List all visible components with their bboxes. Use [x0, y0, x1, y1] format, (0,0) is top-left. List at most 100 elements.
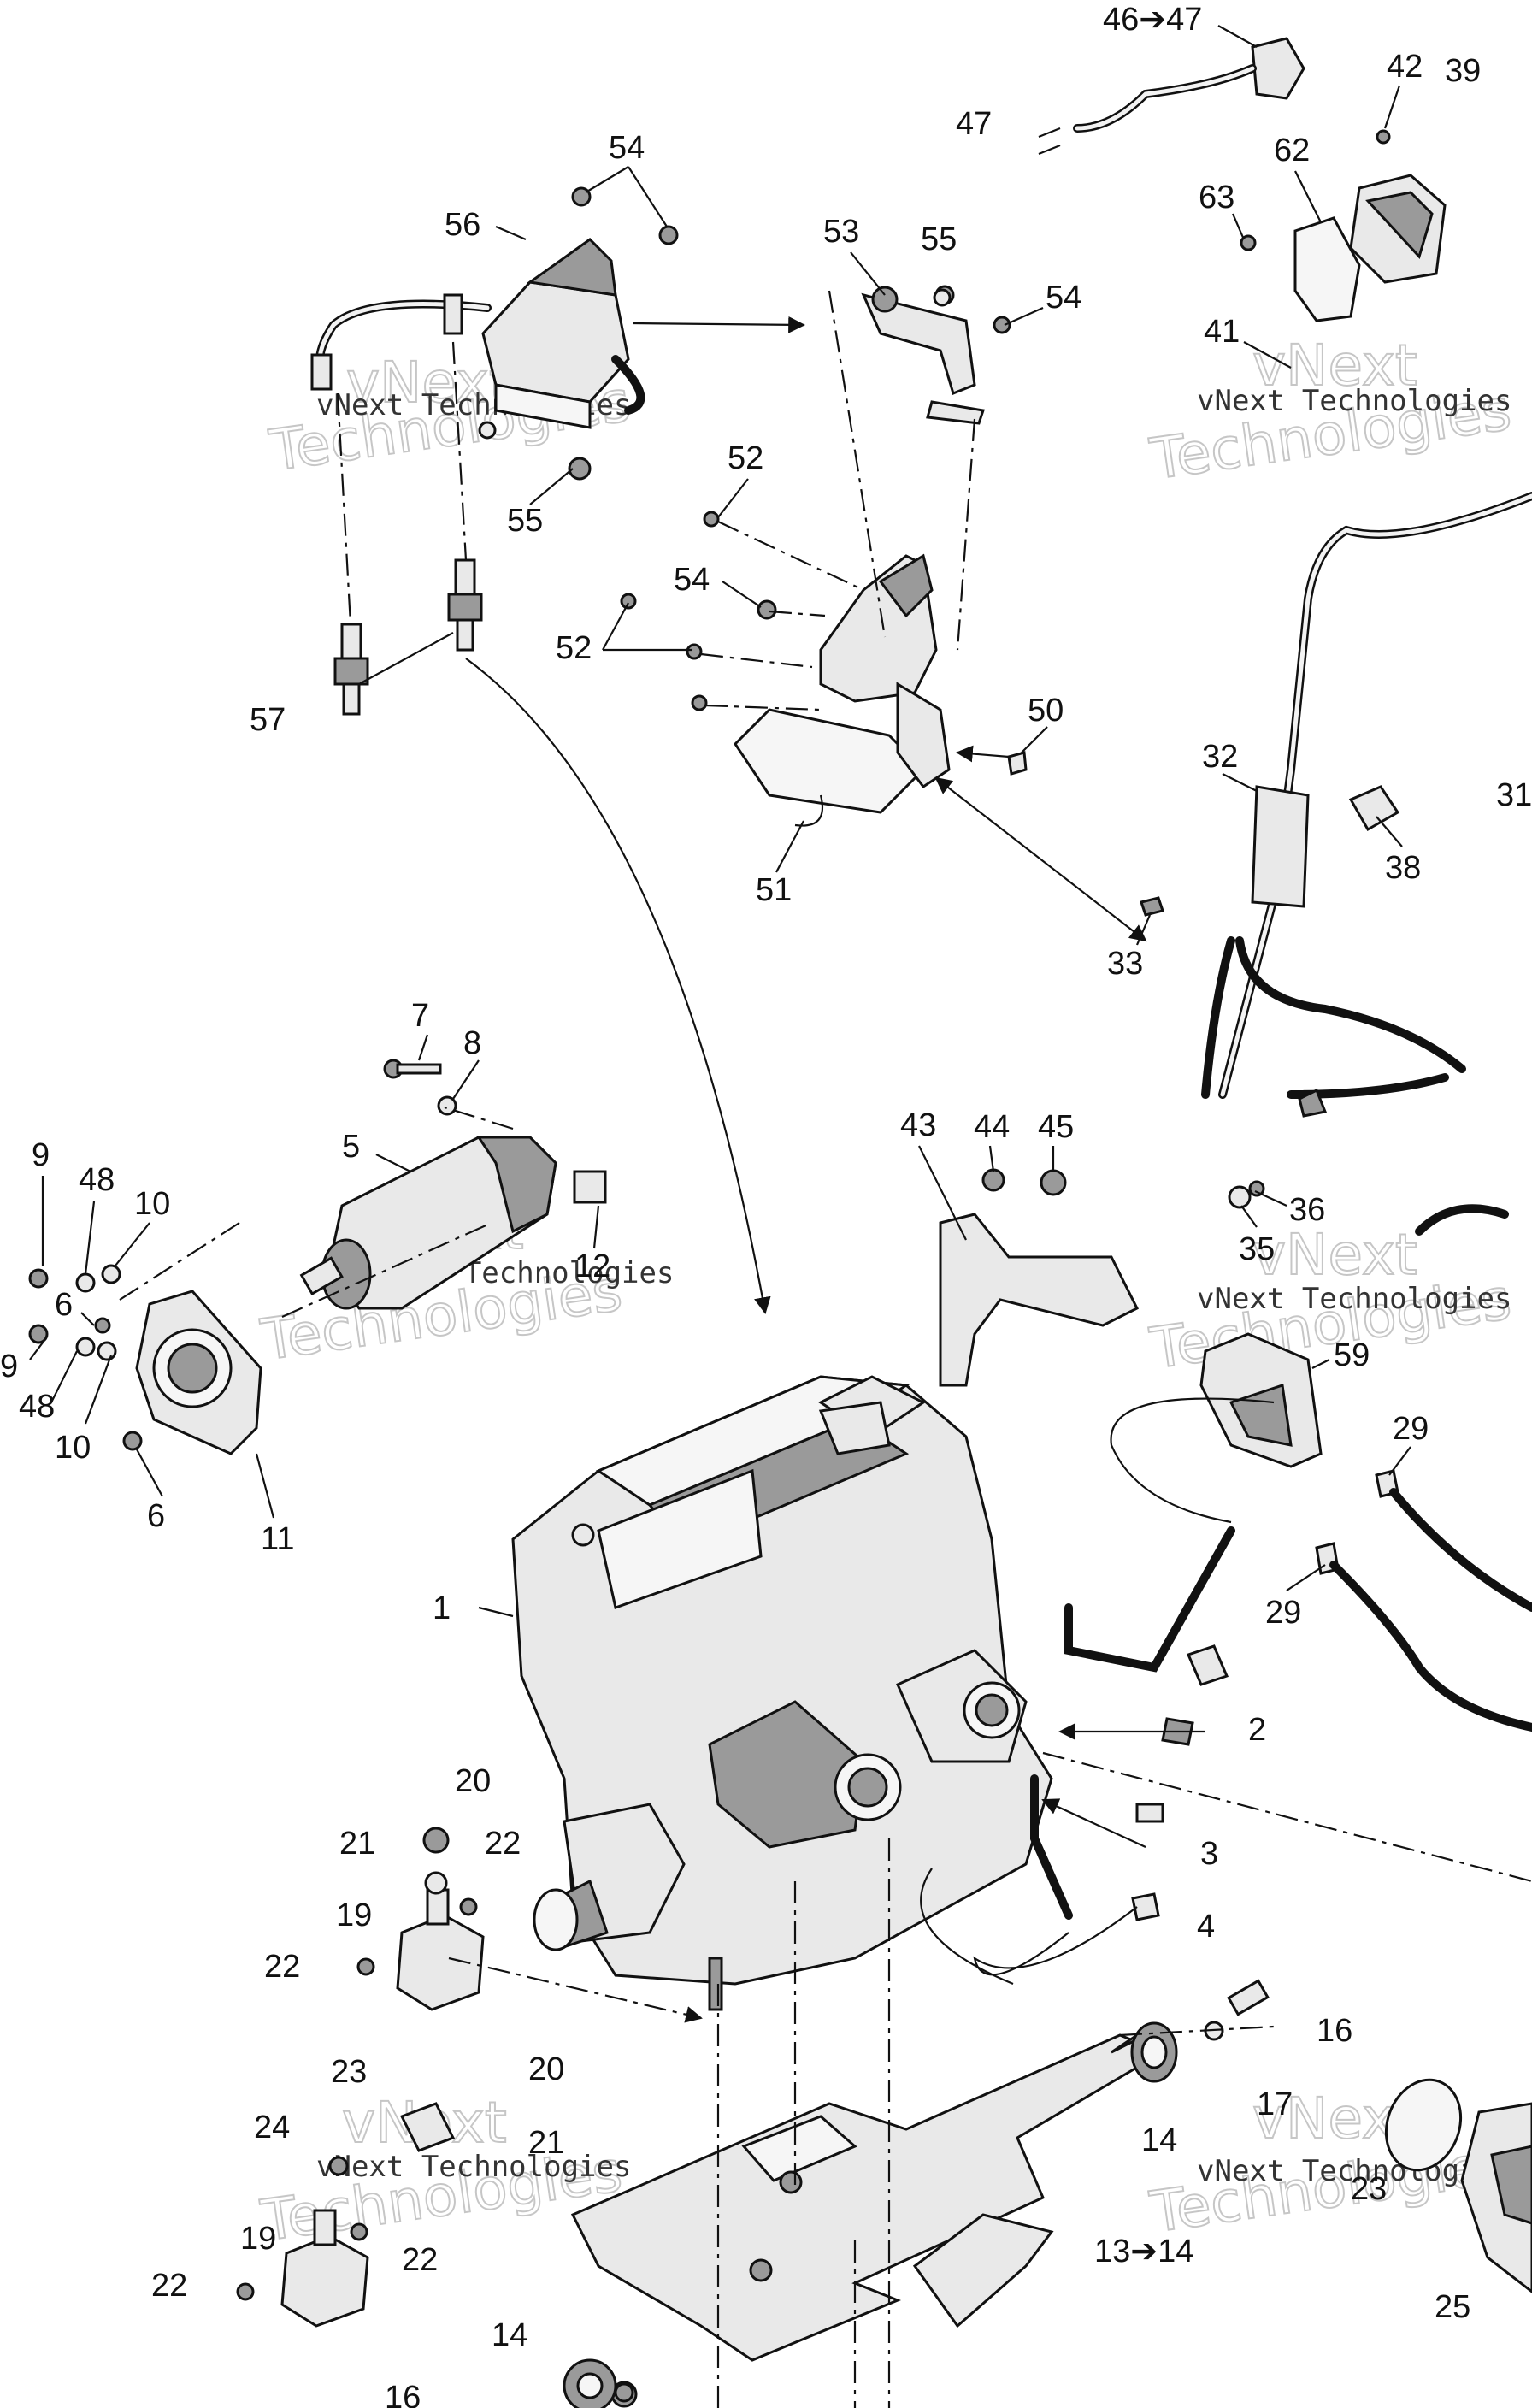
- callout-label: 57: [250, 702, 286, 738]
- callout-label: 20: [455, 1763, 491, 1799]
- callout-label: 52: [556, 630, 592, 666]
- callout-label: 50: [1028, 693, 1064, 729]
- starter-bracket-11: [135, 1290, 262, 1455]
- bolts-6-9-10-48: [28, 1059, 457, 1451]
- bracket-53: [861, 285, 985, 425]
- callout-label: 11: [261, 1521, 294, 1557]
- svg-text:vNext: vNext: [1252, 1222, 1417, 1288]
- callout-label: 6: [147, 1498, 165, 1534]
- leader-mount-upper: [448, 1956, 703, 2023]
- callout-label: 16: [385, 2380, 421, 2408]
- air-intake-43: [939, 1168, 1140, 1387]
- plate-62: [1240, 216, 1361, 322]
- clamp-23-carb-25: [1384, 2078, 1532, 2293]
- leader-bracket-a: [828, 290, 887, 638]
- sensor-46-47: [1038, 37, 1305, 156]
- callout-label: 19: [336, 1897, 372, 1933]
- leader-52a: [717, 521, 864, 591]
- callout-label: 52: [728, 440, 763, 476]
- clip-33: [1140, 896, 1164, 917]
- callout-label: 55: [921, 221, 957, 257]
- callout-label: 23: [1351, 2171, 1387, 2207]
- leader-plug-left: [336, 392, 352, 625]
- callout-label: 35: [1239, 1231, 1275, 1267]
- watermark-mid-right: vNext Technologies vNext Technologies: [1146, 1221, 1517, 1383]
- svg-text:vNext: vNext: [1252, 333, 1417, 398]
- callout-label: 21: [528, 2125, 564, 2161]
- leader-starter-a: [119, 1222, 240, 1301]
- svg-text:vNext: vNext: [346, 350, 511, 416]
- callout-label: 54: [609, 130, 645, 166]
- callout-label: 24: [254, 2110, 290, 2145]
- loop-59: [1110, 1397, 1275, 1524]
- callout-label: 29: [1265, 1595, 1301, 1631]
- callout-label: 7: [411, 998, 429, 1034]
- callout-label: 46➔47: [1103, 2, 1202, 38]
- callout-label: 19: [240, 2221, 276, 2257]
- svg-text:vNext Technologies: vNext Technologies: [1197, 384, 1511, 418]
- callout-label: 25: [1435, 2289, 1470, 2325]
- callout-label: 42: [1387, 49, 1423, 85]
- callout-label: 41: [1204, 314, 1240, 350]
- callout-label: 21: [339, 1826, 375, 1862]
- leader-54: [769, 610, 826, 617]
- leader-starter-c: [444, 1106, 514, 1130]
- spark-plug-left: [333, 623, 369, 716]
- callout-label: 10: [134, 1186, 170, 1222]
- callout-label: 31: [1496, 777, 1532, 813]
- svg-text:vNext Technologies: vNext Technologies: [316, 2150, 631, 2184]
- connector-39: [1349, 129, 1447, 284]
- engine-block-1: [511, 1375, 1053, 2011]
- callout-label: 32: [1202, 739, 1238, 775]
- callout-label: 22: [402, 2242, 438, 2278]
- callout-label: 36: [1289, 1192, 1325, 1228]
- callout-label: 22: [264, 1949, 300, 1985]
- callout-label: 16: [1317, 2013, 1352, 2049]
- support-bracket-51: [734, 553, 951, 827]
- callout-label: 45: [1038, 1109, 1074, 1145]
- callout-label: 62: [1274, 133, 1310, 168]
- engine-mount-19-lower: [236, 2102, 456, 2328]
- callout-label: 20: [528, 2051, 564, 2087]
- callout-label: 47: [956, 106, 992, 142]
- arrow-50: [956, 745, 1010, 763]
- callout-label: 6: [55, 1287, 73, 1323]
- callout-label: 2: [1248, 1712, 1266, 1748]
- callout-label: 38: [1385, 850, 1421, 886]
- leader-52c: [704, 704, 822, 711]
- arrow-33: [934, 776, 1147, 942]
- callout-label: 22: [151, 2268, 187, 2304]
- callout-label: 51: [756, 872, 792, 908]
- callout-label: 14: [1141, 2122, 1177, 2158]
- callout-label: 23: [331, 2054, 367, 2090]
- sensor-29: [1315, 1469, 1532, 1732]
- callout-leaders: [29, 25, 1411, 1618]
- callout-label: 12: [574, 1248, 610, 1284]
- leader-bracket-b: [956, 418, 976, 651]
- frame-13: [570, 2025, 1166, 2408]
- loop-4: [973, 1906, 1138, 1976]
- leader-plug-right: [451, 341, 468, 561]
- arrow-3: [1041, 1798, 1146, 1848]
- watermark-bottom-left: vNext Technologies vNext Technologies: [256, 2089, 632, 2255]
- callout-label: 3: [1200, 1836, 1218, 1872]
- leader-14: [1119, 2025, 1275, 2037]
- leader-starter-b: [281, 1221, 492, 1319]
- callout-label: 14: [492, 2317, 527, 2353]
- callout-label: 43: [900, 1107, 936, 1143]
- watermark-top-right: vNext Technologies vNext Technologies: [1146, 332, 1517, 493]
- callout-label: 9: [0, 1349, 18, 1384]
- callout-label: 44: [974, 1109, 1010, 1145]
- arrow-plug-to-engine: [465, 658, 771, 1314]
- engine-harness-branch: [1030, 1526, 1235, 1921]
- callout-label: 53: [823, 214, 859, 250]
- callout-label: 10: [55, 1430, 91, 1466]
- callout-label: 29: [1393, 1411, 1429, 1447]
- callout-label: 54: [674, 562, 710, 598]
- callout-label: 8: [463, 1025, 481, 1061]
- arrow-coil-to-bracket: [632, 316, 805, 333]
- callout-label: 33: [1107, 946, 1143, 982]
- callout-label: 48: [19, 1389, 55, 1425]
